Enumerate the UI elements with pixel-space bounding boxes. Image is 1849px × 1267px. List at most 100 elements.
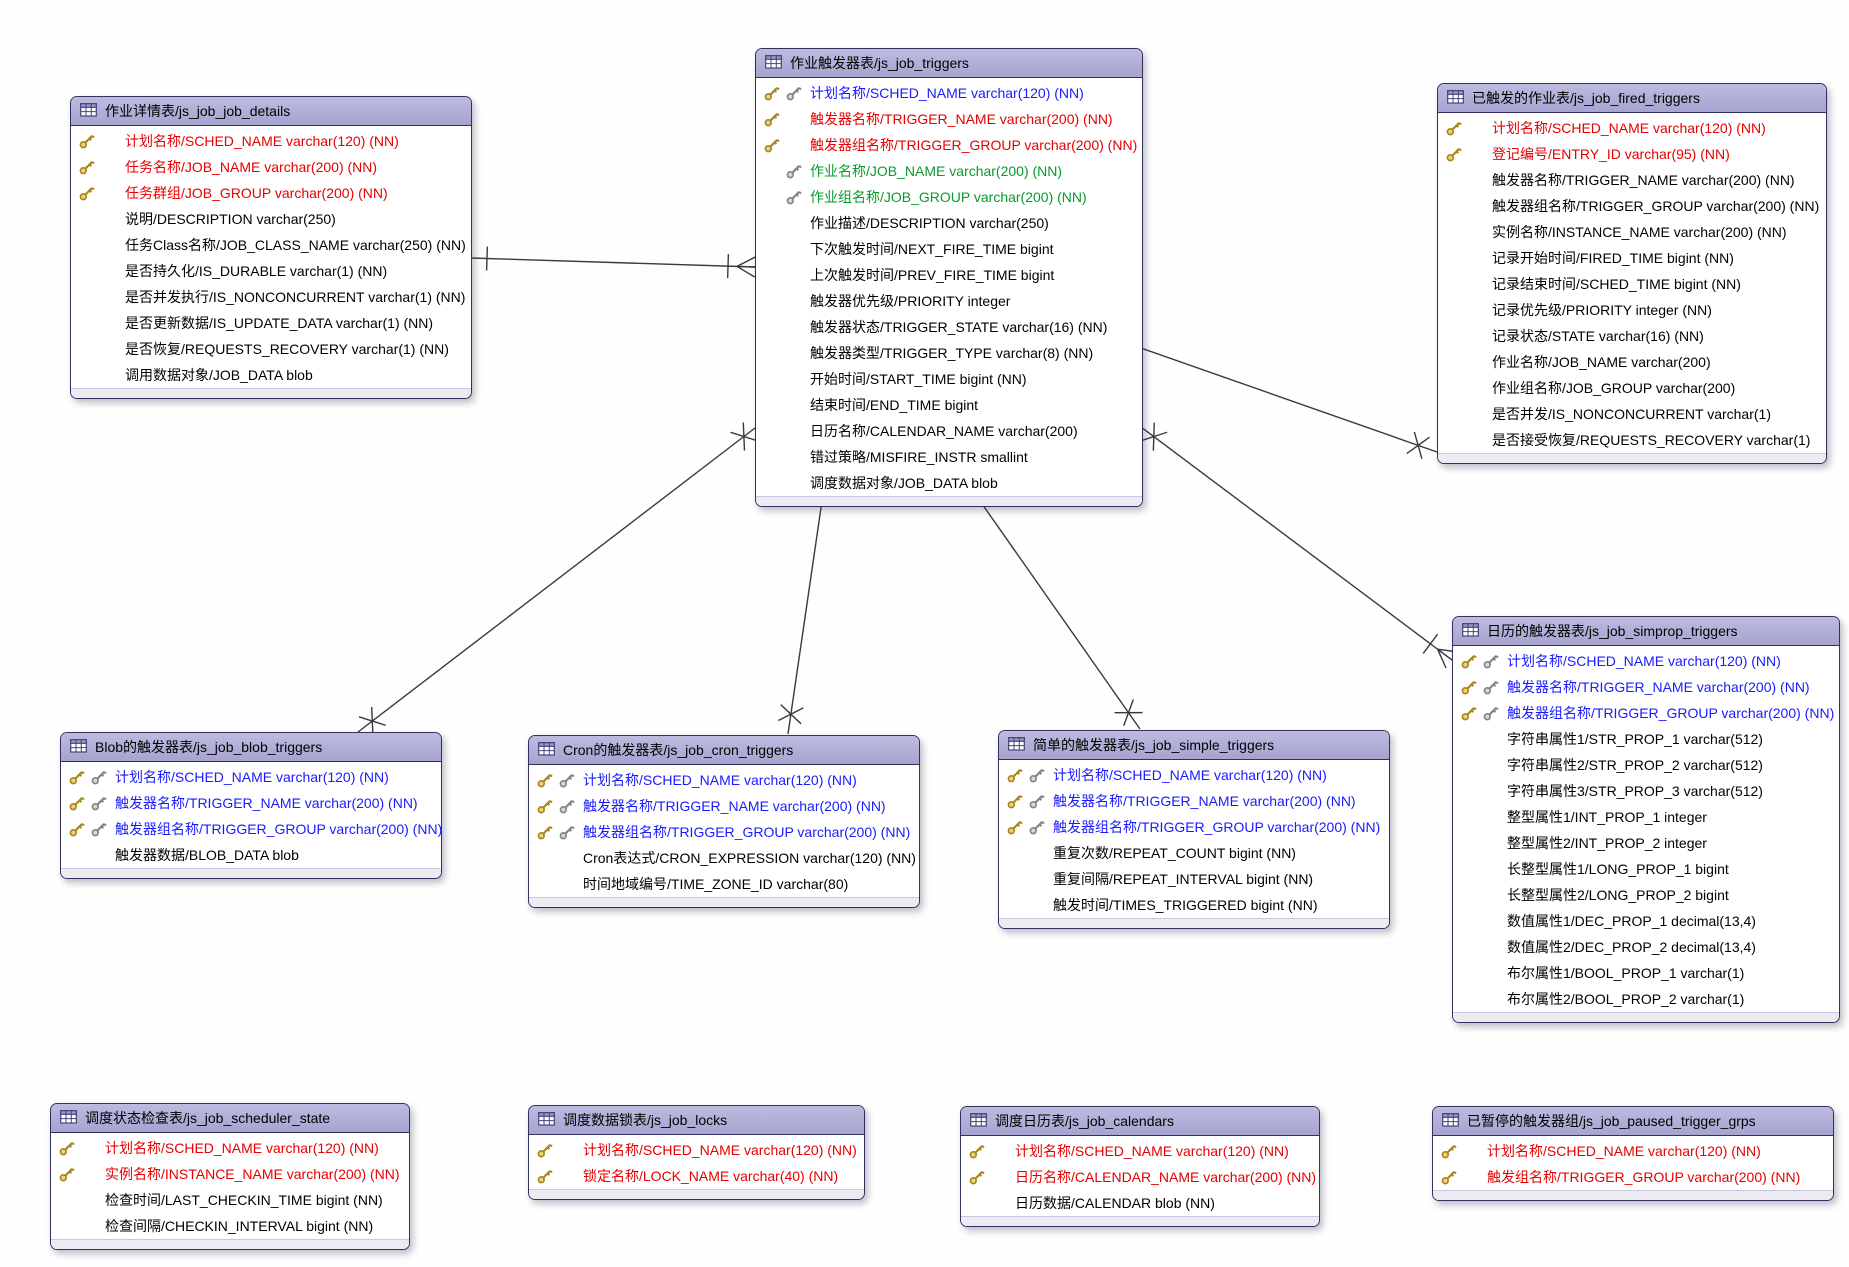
column-row[interactable]: 重复间隔/REPEAT_INTERVAL bigint (NN) [999, 866, 1389, 892]
column-row[interactable]: 调度数据对象/JOB_DATA blob [756, 470, 1142, 496]
column-row[interactable]: 时间地域编号/TIME_ZONE_ID varchar(80) [529, 871, 919, 897]
table-header[interactable]: 简单的触发器表/js_job_simple_triggers [999, 731, 1389, 760]
column-row[interactable]: 数值属性1/DEC_PROP_1 decimal(13,4) [1453, 908, 1839, 934]
column-row[interactable]: 是否持久化/IS_DURABLE varchar(1) (NN) [71, 258, 471, 284]
column-row[interactable]: 触发器类型/TRIGGER_TYPE varchar(8) (NN) [756, 340, 1142, 366]
column-row[interactable]: 检查间隔/CHECKIN_INTERVAL bigint (NN) [51, 1213, 409, 1239]
column-row[interactable]: 长整型属性1/LONG_PROP_1 bigint [1453, 856, 1839, 882]
column-row[interactable]: 触发器优先级/PRIORITY integer [756, 288, 1142, 314]
column-row[interactable]: 重复次数/REPEAT_COUNT bigint (NN) [999, 840, 1389, 866]
relationship-line[interactable] [979, 500, 1141, 730]
column-row[interactable]: 触发器组名称/TRIGGER_GROUP varchar(200) (NN) [529, 819, 919, 845]
column-row[interactable]: 整型属性2/INT_PROP_2 integer [1453, 830, 1839, 856]
column-row[interactable]: 作业组名称/JOB_GROUP varchar(200) [1438, 375, 1826, 401]
column-row[interactable]: 计划名称/SCHED_NAME varchar(120) (NN) [61, 764, 441, 790]
column-row[interactable]: 触发器组名称/TRIGGER_GROUP varchar(200) (NN) [1438, 193, 1826, 219]
column-row[interactable]: 触发器名称/TRIGGER_NAME varchar(200) (NN) [999, 788, 1389, 814]
column-row[interactable]: 长整型属性2/LONG_PROP_2 bigint [1453, 882, 1839, 908]
column-row[interactable]: Cron表达式/CRON_EXPRESSION varchar(120) (NN… [529, 845, 919, 871]
column-row[interactable]: 计划名称/SCHED_NAME varchar(120) (NN) [529, 1137, 864, 1163]
column-row[interactable]: 检查时间/LAST_CHECKIN_TIME bigint (NN) [51, 1187, 409, 1213]
column-row[interactable]: 调用数据对象/JOB_DATA blob [71, 362, 471, 388]
table-header[interactable]: 调度状态检查表/js_job_scheduler_state [51, 1104, 409, 1133]
column-row[interactable]: 日历名称/CALENDAR_NAME varchar(200) [756, 418, 1142, 444]
column-row[interactable]: 数值属性2/DEC_PROP_2 decimal(13,4) [1453, 934, 1839, 960]
column-row[interactable]: 触发器组名称/TRIGGER_GROUP varchar(200) (NN) [1453, 700, 1839, 726]
column-row[interactable]: 是否并发执行/IS_NONCONCURRENT varchar(1) (NN) [71, 284, 471, 310]
column-row[interactable]: 计划名称/SCHED_NAME varchar(120) (NN) [1453, 648, 1839, 674]
column-row[interactable]: 下次触发时间/NEXT_FIRE_TIME bigint [756, 236, 1142, 262]
column-row[interactable]: 记录状态/STATE varchar(16) (NN) [1438, 323, 1826, 349]
column-row[interactable]: 错过策略/MISFIRE_INSTR smallint [756, 444, 1142, 470]
table-header[interactable]: Blob的触发器表/js_job_blob_triggers [61, 733, 441, 762]
column-row[interactable]: 实例名称/INSTANCE_NAME varchar(200) (NN) [51, 1161, 409, 1187]
column-row[interactable]: 计划名称/SCHED_NAME varchar(120) (NN) [1438, 115, 1826, 141]
relationship-line[interactable] [469, 257, 756, 268]
relationship-line[interactable] [1140, 347, 1438, 453]
column-row[interactable]: 登记编号/ENTRY_ID varchar(95) (NN) [1438, 141, 1826, 167]
column-row[interactable]: 上次触发时间/PREV_FIRE_TIME bigint [756, 262, 1142, 288]
column-row[interactable]: 字符串属性1/STR_PROP_1 varchar(512) [1453, 726, 1839, 752]
column-row[interactable]: 触发组名称/TRIGGER_GROUP varchar(200) (NN) [1433, 1164, 1833, 1190]
column-row[interactable]: 任务Class名称/JOB_CLASS_NAME varchar(250) (N… [71, 232, 471, 258]
column-row[interactable]: 计划名称/SCHED_NAME varchar(120) (NN) [529, 767, 919, 793]
column-row[interactable]: 触发器名称/TRIGGER_NAME varchar(200) (NN) [61, 790, 441, 816]
column-row[interactable]: 触发器组名称/TRIGGER_GROUP varchar(200) (NN) [999, 814, 1389, 840]
column-row[interactable]: 计划名称/SCHED_NAME varchar(120) (NN) [51, 1135, 409, 1161]
column-row[interactable]: 计划名称/SCHED_NAME varchar(120) (NN) [71, 128, 471, 154]
table-header[interactable]: 作业触发器表/js_job_triggers [756, 49, 1142, 78]
column-row[interactable]: 任务名称/JOB_NAME varchar(200) (NN) [71, 154, 471, 180]
column-row[interactable]: 作业名称/JOB_NAME varchar(200) (NN) [756, 158, 1142, 184]
column-row[interactable]: 是否更新数据/IS_UPDATE_DATA varchar(1) (NN) [71, 310, 471, 336]
column-row[interactable]: 触发器名称/TRIGGER_NAME varchar(200) (NN) [1438, 167, 1826, 193]
table-header[interactable]: 日历的触发器表/js_job_simprop_triggers [1453, 617, 1839, 646]
table-header[interactable]: Cron的触发器表/js_job_cron_triggers [529, 736, 919, 765]
column-row[interactable]: 布尔属性1/BOOL_PROP_1 varchar(1) [1453, 960, 1839, 986]
column-row[interactable]: 是否并发/IS_NONCONCURRENT varchar(1) [1438, 401, 1826, 427]
column-row[interactable]: 计划名称/SCHED_NAME varchar(120) (NN) [961, 1138, 1319, 1164]
column-row[interactable]: 作业组名称/JOB_GROUP varchar(200) (NN) [756, 184, 1142, 210]
relationship-line[interactable] [787, 500, 823, 735]
column-row[interactable]: 开始时间/START_TIME bigint (NN) [756, 366, 1142, 392]
table-header[interactable]: 已触发的作业表/js_job_fired_triggers [1438, 84, 1826, 113]
column-row[interactable]: 是否接受恢复/REQUESTS_RECOVERY varchar(1) [1438, 427, 1826, 453]
table-header[interactable]: 调度日历表/js_job_calendars [961, 1107, 1319, 1136]
relationship-line[interactable] [1140, 426, 1453, 661]
column-row[interactable]: 触发器名称/TRIGGER_NAME varchar(200) (NN) [756, 106, 1142, 132]
column-row[interactable]: 锁定名称/LOCK_NAME varchar(40) (NN) [529, 1163, 864, 1189]
column-row[interactable]: 触发器数据/BLOB_DATA blob [61, 842, 441, 868]
column-row[interactable]: 记录结束时间/SCHED_TIME bigint (NN) [1438, 271, 1826, 297]
column-row[interactable]: 计划名称/SCHED_NAME varchar(120) (NN) [756, 80, 1142, 106]
column-row[interactable]: 日历名称/CALENDAR_NAME varchar(200) (NN) [961, 1164, 1319, 1190]
column-row[interactable]: 触发器状态/TRIGGER_STATE varchar(16) (NN) [756, 314, 1142, 340]
column-row[interactable]: 触发器名称/TRIGGER_NAME varchar(200) (NN) [1453, 674, 1839, 700]
column-row[interactable]: 字符串属性2/STR_PROP_2 varchar(512) [1453, 752, 1839, 778]
column-row[interactable]: 任务群组/JOB_GROUP varchar(200) (NN) [71, 180, 471, 206]
column-row[interactable]: 触发器名称/TRIGGER_NAME varchar(200) (NN) [529, 793, 919, 819]
column-row[interactable]: 触发器组名称/TRIGGER_GROUP varchar(200) (NN) [61, 816, 441, 842]
column-row[interactable]: 计划名称/SCHED_NAME varchar(120) (NN) [1433, 1138, 1833, 1164]
column-row[interactable]: 整型属性1/INT_PROP_1 integer [1453, 804, 1839, 830]
column-row[interactable]: 布尔属性2/BOOL_PROP_2 varchar(1) [1453, 986, 1839, 1012]
column-row[interactable]: 记录优先级/PRIORITY integer (NN) [1438, 297, 1826, 323]
table-header[interactable]: 调度数据锁表/js_job_locks [529, 1106, 864, 1135]
table-header[interactable]: 已暂停的触发器组/js_job_paused_trigger_grps [1433, 1107, 1833, 1136]
relationship-line[interactable] [357, 427, 756, 733]
column-row[interactable]: 计划名称/SCHED_NAME varchar(120) (NN) [999, 762, 1389, 788]
column-row[interactable]: 实例名称/INSTANCE_NAME varchar(200) (NN) [1438, 219, 1826, 245]
column-row[interactable]: 作业名称/JOB_NAME varchar(200) [1438, 349, 1826, 375]
column-row[interactable]: 日历数据/CALENDAR blob (NN) [961, 1190, 1319, 1216]
column-row[interactable]: 触发时间/TIMES_TRIGGERED bigint (NN) [999, 892, 1389, 918]
column-row[interactable]: 记录开始时间/FIRED_TIME bigint (NN) [1438, 245, 1826, 271]
